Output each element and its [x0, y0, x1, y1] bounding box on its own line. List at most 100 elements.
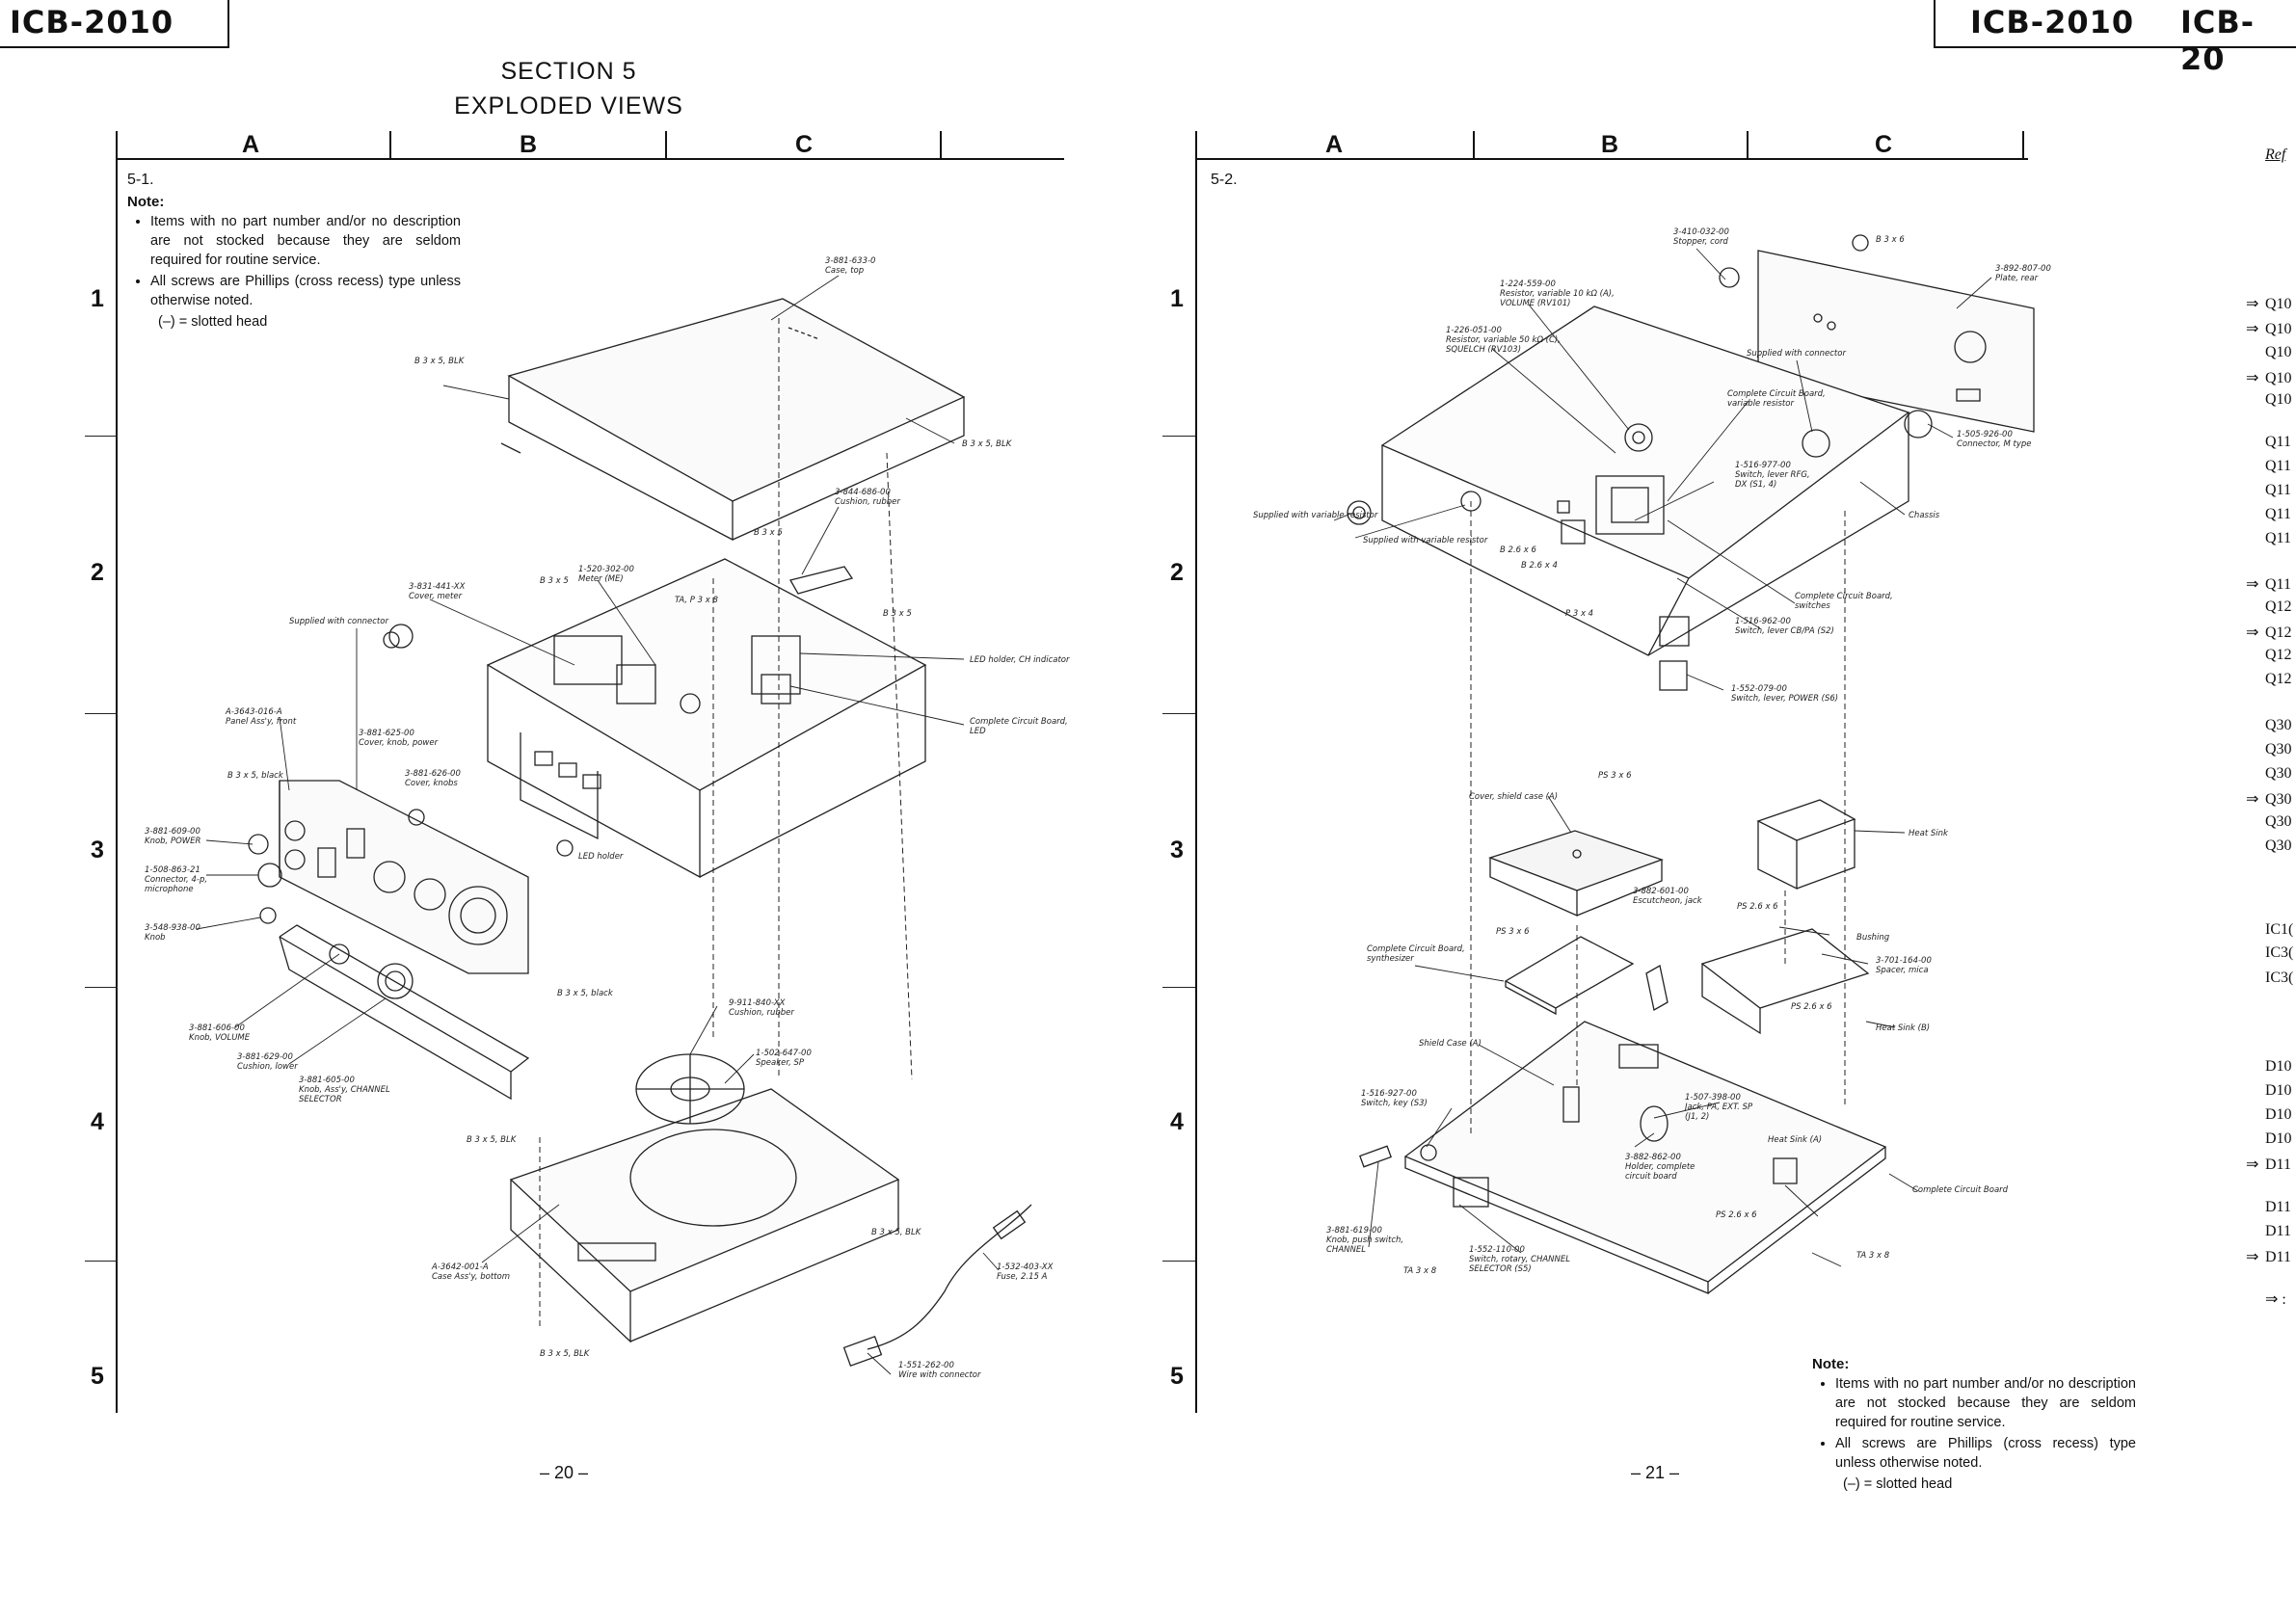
label-screw-b3x5-blk-right: B 3 x 5, BLK [962, 439, 1012, 449]
label-cover-knob-power: 3-881-625-00 Cover, knob, power [359, 729, 439, 748]
left-leader-lines [196, 275, 1000, 1375]
label-led-holder-ch: LED holder, CH indicator [970, 655, 1070, 665]
cover-shield-part [1488, 830, 1664, 917]
ref-item-arrow: ⇒ [2246, 576, 2259, 593]
label-screw-b3x5-black-a: B 3 x 5, black [227, 771, 283, 781]
heat-sink-part [1756, 799, 1856, 890]
ref-item-text: Q11 [2265, 530, 2291, 546]
label-ps26x6-b: PS 2.6 x 6 [1791, 1002, 1832, 1012]
ref-item-text: Q30 [2265, 765, 2292, 782]
ref-item-text: Q30 [2265, 791, 2292, 808]
escutcheon-part [1645, 964, 1669, 1012]
left-row-tick [85, 1261, 118, 1262]
label-knob-volume: 3-881-606-00 Knob, VOLUME [189, 1023, 251, 1043]
ref-item: Q30 [2265, 765, 2292, 783]
ref-item-text: Q30 [2265, 813, 2292, 830]
ref-item-arrow: ⇒ [2246, 1156, 2259, 1173]
ref-item: IC3( [2265, 944, 2293, 962]
ref-item-text: Q30 [2265, 717, 2292, 733]
page-number-right: – 21 – [1631, 1463, 1680, 1482]
label-b3x4: P 3 x 4 [1565, 609, 1594, 619]
right-col-divider-2 [1747, 131, 1749, 158]
left-col-divider-2 [665, 131, 667, 158]
label-ps3x6-a: PS 3 x 6 [1598, 771, 1632, 781]
ref-item-text: Q12 [2265, 671, 2292, 687]
model-label-right-2: ICB-20 [2180, 4, 2256, 77]
ref-item: Q11 [2265, 506, 2291, 523]
ref-item: ⇒D11 [2246, 1247, 2291, 1266]
label-cushion-lower: 3-881-629-00 Cushion, lower [237, 1052, 298, 1072]
ref-item-text: D10 [2265, 1058, 2292, 1075]
right-exploded-view [1333, 234, 2035, 1294]
right-row-tick [1162, 436, 1195, 437]
label-case-bottom: A-3642-001-A Case Ass'y, bottom [432, 1262, 511, 1282]
label-ta-p3x8: TA, P 3 x 8 [675, 596, 718, 605]
ref-item-arrow: ⇒ [2246, 370, 2259, 386]
left-header-rule [118, 158, 1064, 160]
left-grid-border [116, 131, 118, 1413]
ref-item: D10 [2265, 1058, 2292, 1076]
board-synth-part [1504, 936, 1635, 1016]
ref-item: Q10 [2265, 391, 2292, 409]
right-note-title: Note: [1812, 1356, 1850, 1372]
right-col-header-a: A [1324, 131, 1344, 158]
cushion-lower-part [279, 924, 530, 1101]
ref-item-text: D10 [2265, 1130, 2292, 1147]
right-note-block: Note: Items with no part number and/or n… [1812, 1355, 2136, 1494]
right-row-3: 3 [1170, 837, 1184, 864]
label-complete-board: Complete Circuit Board [1912, 1185, 2009, 1195]
ref-item-arrow: ⇒ [2246, 791, 2259, 808]
label-speaker: 1-502-647-00 Speaker, SP [756, 1049, 812, 1068]
label-panel-front: A-3643-016-A Panel Ass'y, front [226, 707, 297, 727]
label-supplied-connector-right: Supplied with connector [1747, 349, 1846, 359]
model-label-right-1: ICB-2010 [1970, 4, 2135, 40]
right-row-2: 2 [1170, 559, 1184, 586]
label-chassis: Chassis [1909, 511, 1940, 520]
ref-item-text: Q11 [2265, 434, 2291, 450]
section-title-line1: SECTION 5 [500, 58, 637, 85]
right-col-header-c: C [1874, 131, 1893, 158]
left-col-header-c: C [794, 131, 814, 158]
ref-item: Q11 [2265, 458, 2291, 475]
label-led-holder: LED holder [578, 852, 624, 862]
ref-item: Q30 [2265, 837, 2292, 855]
label-switch-cbpa: 1-516-962-00 Switch, lever CB/PA (S2) [1735, 617, 1834, 636]
label-cushion-rubber: 3-844-686-00 Cushion, rubber [835, 488, 900, 507]
ref-item: Q30 [2265, 717, 2292, 734]
label-screw-b3x5-b: B 3 x 5 [540, 576, 569, 586]
label-knob-channel: 3-881-605-00 Knob, Ass'y, CHANNEL SELECT… [299, 1076, 390, 1104]
label-ps26x6-a: PS 2.6 x 6 [1737, 902, 1778, 912]
left-col-divider-3 [940, 131, 942, 158]
label-screw-b3x5-blk-f: B 3 x 5, BLK [540, 1349, 590, 1359]
label-jack-pa: 1-507-398-00 Jack, PA, EXT. SP (J1, 2) [1685, 1093, 1753, 1122]
right-leader-lines [1333, 248, 1992, 1267]
left-note-item-1: Items with no part number and/or no desc… [150, 212, 461, 270]
label-screw-b3x5-c: B 3 x 5 [883, 609, 912, 619]
label-knob-power: 3-881-609-00 Knob, POWER [145, 827, 201, 846]
right-note-item-1: Items with no part number and/or no desc… [1835, 1374, 2136, 1432]
label-fuse: 1-532-403-XX Fuse, 2.15 A [997, 1262, 1054, 1282]
label-shield-case: Shield Case (A) [1419, 1039, 1482, 1049]
ref-item-text: ⇒ : [2265, 1291, 2286, 1308]
ref-item: Q12 [2265, 671, 2292, 688]
label-screw-b3x6-top: B 3 x 6 [1876, 235, 1905, 245]
ref-item: D10 [2265, 1106, 2292, 1124]
label-complete-board-synth: Complete Circuit Board, synthesizer [1367, 944, 1465, 964]
ref-item-text: Q11 [2265, 458, 2291, 474]
label-ps3x6-b: PS 3 x 6 [1496, 927, 1530, 937]
ref-item: ⇒D11 [2246, 1155, 2291, 1174]
ref-item-text: D10 [2265, 1082, 2292, 1099]
ref-item-text: Q11 [2265, 576, 2291, 593]
label-ta3x8-b: TA 3 x 8 [1856, 1251, 1890, 1261]
ref-item: D10 [2265, 1082, 2292, 1100]
ref-item-text: IC1( [2265, 921, 2294, 938]
left-alignment-lines [539, 318, 913, 1330]
left-note-item-2: All screws are Phillips (cross recess) t… [150, 272, 461, 310]
left-row-tick [85, 713, 118, 714]
ref-item: Q12 [2265, 598, 2292, 616]
ref-item: IC3( [2265, 970, 2293, 987]
label-screw-b3x5-a: B 3 x 5 [754, 528, 783, 538]
left-note-block: Note: Items with no part number and/or n… [127, 193, 461, 332]
right-header-rule [1197, 158, 2028, 160]
